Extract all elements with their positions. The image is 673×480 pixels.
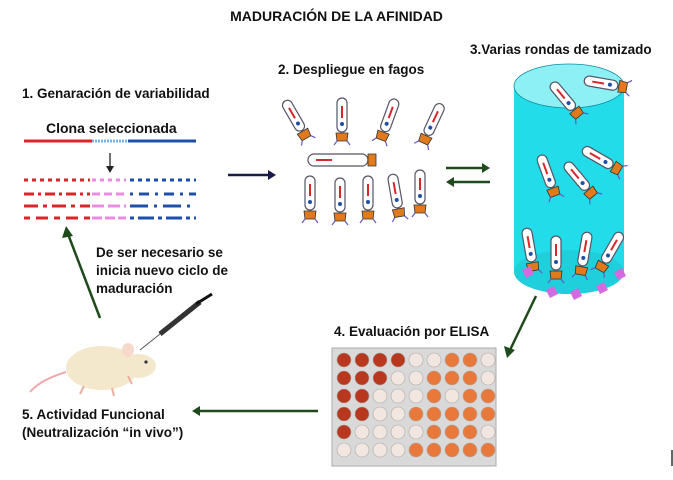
- elisa-well: [408, 406, 424, 422]
- elisa-well: [426, 370, 442, 386]
- elisa-well: [444, 424, 460, 440]
- elisa-well: [462, 424, 478, 440]
- elisa-well: [426, 352, 442, 368]
- elisa-well: [462, 406, 478, 422]
- elisa-well: [372, 406, 388, 422]
- elisa-well: [426, 442, 442, 458]
- elisa-well: [336, 370, 352, 386]
- elisa-well: [480, 406, 496, 422]
- elisa-well: [390, 370, 406, 386]
- elisa-well: [462, 352, 478, 368]
- elisa-well: [480, 442, 496, 458]
- syringe-icon: [139, 292, 213, 351]
- elisa-well: [444, 370, 460, 386]
- elisa-well: [444, 406, 460, 422]
- elisa-well: [480, 388, 496, 404]
- elisa-well: [372, 370, 388, 386]
- elisa-well: [354, 442, 370, 458]
- arrow-step5-to-step1: [62, 226, 102, 319]
- elisa-well: [354, 388, 370, 404]
- mouse-illustration: [29, 343, 156, 397]
- elisa-well: [408, 388, 424, 404]
- elisa-well: [408, 352, 424, 368]
- elisa-well: [462, 370, 478, 386]
- elisa-well: [354, 352, 370, 368]
- arrows-step2-step3: [446, 163, 490, 187]
- panning-cylinder: [513, 63, 634, 300]
- elisa-well: [354, 370, 370, 386]
- step4-label: 4. Evaluación por ELISA: [334, 324, 490, 339]
- dna-variability-lines: [24, 139, 196, 220]
- elisa-well: [336, 388, 352, 404]
- step5-line-1: 5. Actividad Funcional: [22, 407, 165, 422]
- elisa-well: [462, 388, 478, 404]
- elisa-well: [336, 352, 352, 368]
- arrow-step4-to-step5: [192, 406, 318, 416]
- elisa-plate: [331, 347, 497, 467]
- diagram-title: MADURACIÓN DE LA AFINIDAD: [230, 8, 443, 24]
- elisa-well: [480, 370, 496, 386]
- step2-label: 2. Despliegue en fagos: [278, 62, 425, 77]
- step1-label: 1. Genaración de variabilidad: [22, 86, 210, 101]
- elisa-well: [480, 424, 496, 440]
- elisa-well: [354, 424, 370, 440]
- elisa-well: [408, 424, 424, 440]
- elisa-well: [462, 442, 478, 458]
- elisa-well: [336, 406, 352, 422]
- arrow-step3-to-step4: [504, 295, 538, 358]
- note-line-3: maduración: [96, 281, 173, 296]
- elisa-well: [372, 352, 388, 368]
- elisa-well: [408, 442, 424, 458]
- elisa-well: [444, 388, 460, 404]
- elisa-well: [390, 424, 406, 440]
- elisa-well: [354, 406, 370, 422]
- elisa-well: [480, 352, 496, 368]
- elisa-well: [390, 406, 406, 422]
- elisa-well: [408, 370, 424, 386]
- phage-display-cluster: [277, 95, 450, 226]
- elisa-well: [426, 406, 442, 422]
- elisa-well: [390, 352, 406, 368]
- elisa-well: [444, 442, 460, 458]
- elisa-well: [372, 442, 388, 458]
- elisa-well: [444, 352, 460, 368]
- note-line-2: inicia nuevo ciclo de: [96, 263, 229, 278]
- elisa-well: [390, 388, 406, 404]
- elisa-well: [372, 424, 388, 440]
- selected-clone-label: Clona seleccionada: [46, 120, 177, 136]
- step3-label: 3.Varias rondas de tamizado: [470, 42, 652, 57]
- note-line-1: De ser necesario se: [96, 245, 223, 260]
- elisa-well: [426, 424, 442, 440]
- step5-label: 5. Actividad Funcional (Neutralización “…: [22, 406, 183, 442]
- elisa-well: [372, 388, 388, 404]
- elisa-well: [336, 442, 352, 458]
- new-cycle-note: De ser necesario se inicia nuevo ciclo d…: [96, 244, 276, 298]
- elisa-well: [336, 424, 352, 440]
- arrow-step1-to-step2: [228, 170, 276, 180]
- elisa-well: [426, 388, 442, 404]
- step5-line-2: (Neutralización “in vivo”): [22, 425, 184, 440]
- elisa-well: [390, 442, 406, 458]
